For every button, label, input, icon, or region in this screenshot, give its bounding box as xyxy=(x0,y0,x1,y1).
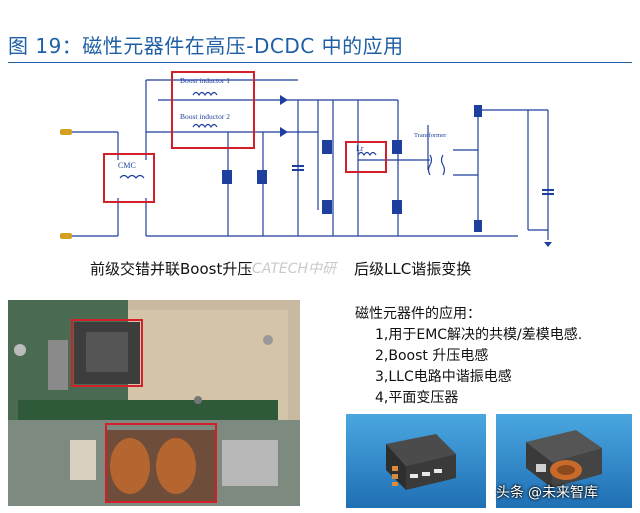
application-item: 1,用于EMC解决的共模/差模电感. xyxy=(375,327,583,343)
title-underline xyxy=(8,62,632,63)
boost-inductor-2-label: Boost inductor 2 xyxy=(180,112,230,121)
front-stage-caption: 前级交错并联Boost升压 xyxy=(90,260,253,278)
applications-heading: 磁性元器件的应用： xyxy=(355,306,481,322)
application-item: 3,LLC电路中谐振电感 xyxy=(375,369,512,385)
transformer-label: Transformer xyxy=(414,132,447,139)
rear-stage-caption: 后级LLC谐振变换 xyxy=(354,260,472,278)
watermark-text: CATECH中研 xyxy=(252,261,337,277)
smd-inductor-image-2 xyxy=(496,414,632,508)
account-handle: @未来智库 xyxy=(528,485,598,501)
lr-label: Lr xyxy=(356,144,364,153)
boost-inductor-1-label: Boost inductor 1 xyxy=(180,76,230,85)
cmc-label: CMC xyxy=(118,161,136,170)
applications-list: 磁性元器件的应用： 1,用于EMC解决的共模/差模电感. 2,Boost 升压电… xyxy=(355,304,582,409)
figure-title: 图 19：磁性元器件在高压-DCDC 中的应用 xyxy=(8,34,404,58)
circuit-schematic: Boost inductor 1 Boost inductor 2 CMC Lr… xyxy=(60,71,554,247)
platform-name: 头条 xyxy=(496,485,524,501)
smd-inductor-image-1 xyxy=(346,414,486,508)
source-brand: 头条@未来智库 xyxy=(496,482,598,502)
application-item: 4,平面变压器 xyxy=(375,390,459,406)
dcdc-board-photo xyxy=(8,300,300,506)
application-item: 2,Boost 升压电感 xyxy=(375,348,489,364)
